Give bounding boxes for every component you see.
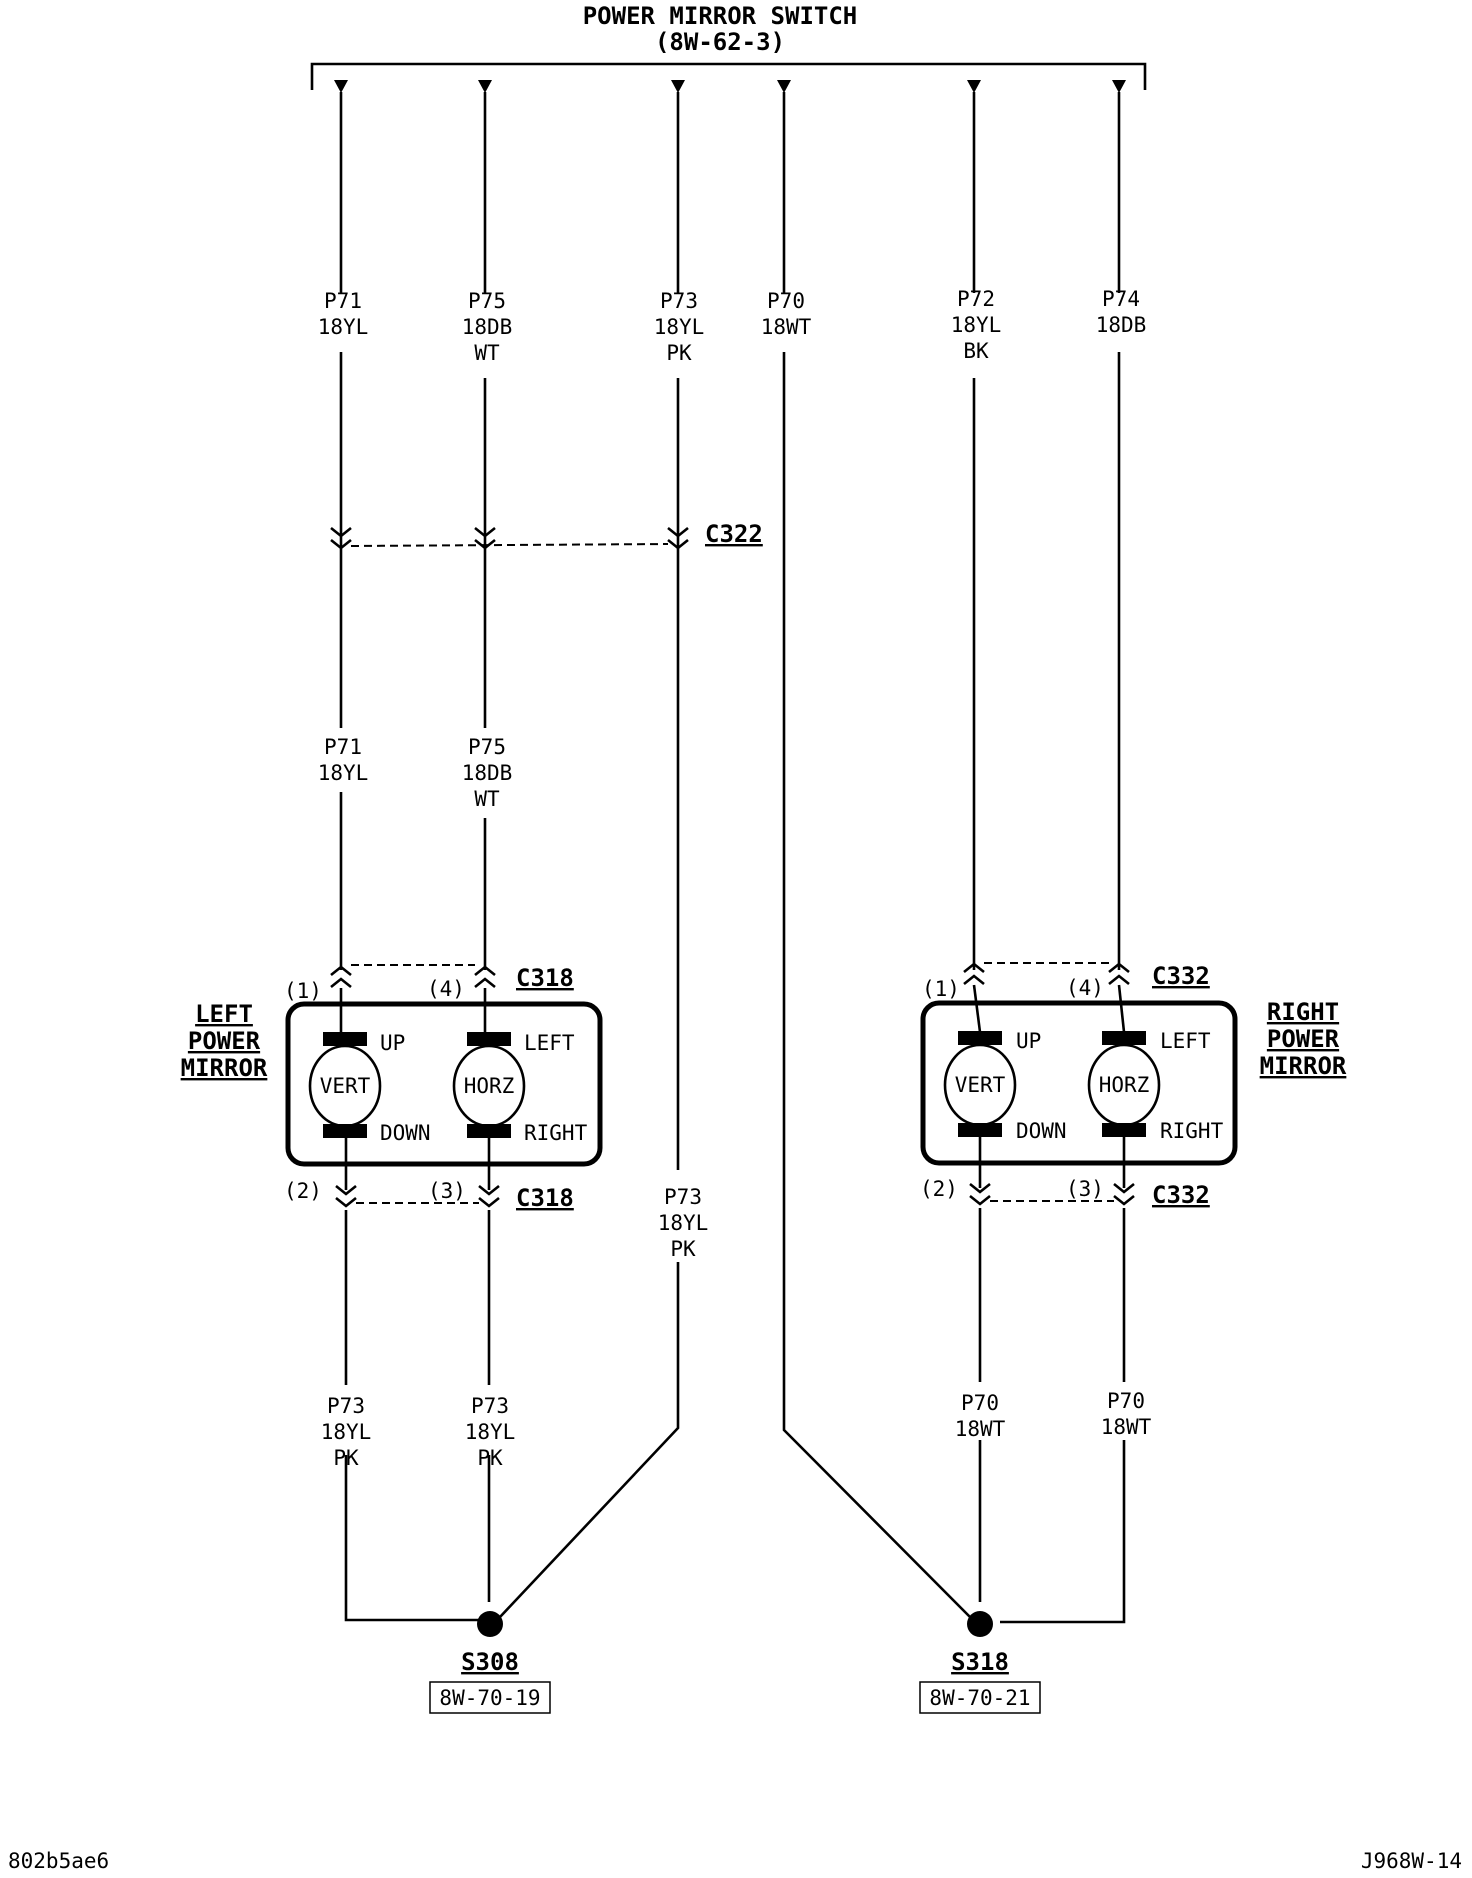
footer-left-code: 802b5ae6 (8, 1849, 109, 1873)
wire-label-gauge: 18YL (951, 313, 1002, 337)
right-horz-motor: HORZ (1099, 1073, 1150, 1097)
wire-label-circuit: P71 (324, 289, 362, 313)
wire-label-tracer: PK (670, 1237, 696, 1261)
wire-label-gauge: 18DB (462, 315, 513, 339)
mid-wire-labels: P71 18YL P75 18DB WT P73 18YL PK (318, 735, 709, 1261)
left-up-label: UP (380, 1031, 405, 1055)
bottom-wire-labels: P73 18YL PK P73 18YL PK P70 18WT P70 18W… (321, 1389, 1152, 1470)
left-mirror-title-2: POWER (188, 1027, 261, 1055)
c322-connector (330, 526, 689, 550)
wire-label-tracer: PK (666, 341, 692, 365)
splice-s308 (429, 1611, 551, 1714)
wire-label-gauge: 18YL (318, 761, 369, 785)
right-left-label: LEFT (1160, 1029, 1211, 1053)
right-vert-motor: VERT (955, 1073, 1006, 1097)
right-pin-2: (2) (920, 1177, 958, 1201)
wire-label-tracer: PK (477, 1446, 503, 1470)
right-mirror-title-2: POWER (1267, 1025, 1340, 1053)
left-mirror-title-1: LEFT (195, 1000, 253, 1028)
left-pin-4: (4) (427, 977, 465, 1001)
c322-label: C322 (705, 520, 763, 548)
left-horz-motor: HORZ (464, 1074, 515, 1098)
wire-label-circuit: P74 (1102, 287, 1140, 311)
wire-label-circuit: P73 (471, 1394, 509, 1418)
wire-label-circuit: P73 (660, 289, 698, 313)
top-wire-labels: P71 18YL P75 18DB WT P73 18YL PK P70 18W… (318, 287, 1147, 365)
right-pin-1: (1) (922, 977, 960, 1001)
right-pin-4: (4) (1066, 976, 1104, 1000)
right-c332-top-label: C332 (1152, 962, 1210, 990)
right-mirror-title-1: RIGHT (1267, 998, 1339, 1026)
left-pin-2: (2) (284, 1179, 322, 1203)
wire-label-circuit: P70 (1107, 1389, 1145, 1413)
wire-label-circuit: P70 (961, 1391, 999, 1415)
splice-s318 (919, 1611, 1041, 1714)
left-c318-top-label: C318 (516, 964, 574, 992)
wire-label-gauge: 18DB (1096, 313, 1147, 337)
wire-label-gauge: 18WT (955, 1417, 1006, 1441)
splice-s318-label: S318 (951, 1648, 1009, 1676)
left-pin-1: (1) (284, 979, 322, 1003)
wire-label-gauge: 18DB (462, 761, 513, 785)
wire-label-gauge: 18WT (1101, 1415, 1152, 1439)
splice-s308-label: S308 (461, 1648, 519, 1676)
right-power-mirror (920, 962, 1238, 1206)
wire-label-gauge: 18YL (654, 315, 705, 339)
wire-label-circuit: P70 (767, 289, 805, 313)
wire-label-tracer: WT (474, 787, 500, 811)
wire-label-circuit: P73 (327, 1394, 365, 1418)
left-left-label: LEFT (524, 1031, 575, 1055)
left-c318-bottom-label: C318 (516, 1184, 574, 1212)
right-right-label: RIGHT (1160, 1119, 1224, 1143)
left-mirror-title-3: MIRROR (181, 1054, 268, 1082)
wire-label-circuit: P75 (468, 289, 506, 313)
right-c332-bottom-label: C332 (1152, 1181, 1210, 1209)
left-down-label: DOWN (380, 1121, 431, 1145)
left-right-label: RIGHT (524, 1121, 588, 1145)
wire-label-tracer: WT (474, 341, 500, 365)
wire-label-gauge: 18WT (761, 315, 812, 339)
left-vert-motor: VERT (320, 1074, 371, 1098)
wire-label-tracer: PK (333, 1446, 359, 1470)
wire-label-circuit: P71 (324, 735, 362, 759)
wire-label-circuit: P75 (468, 735, 506, 759)
right-up-label: UP (1016, 1029, 1041, 1053)
left-power-mirror (285, 964, 603, 1208)
wires (339, 92, 1126, 1624)
wire-label-tracer: BK (963, 339, 989, 363)
wire-label-circuit: P72 (957, 287, 995, 311)
right-pin-3: (3) (1066, 1177, 1104, 1201)
left-pin-3: (3) (428, 1179, 466, 1203)
splice-s308-ref: 8W-70-19 (439, 1686, 540, 1710)
right-mirror-title-3: MIRROR (1260, 1052, 1347, 1080)
right-down-label: DOWN (1016, 1119, 1067, 1143)
header-ref: (8W-62-3) (655, 28, 785, 56)
footer-right-code: J968W-14 (1361, 1849, 1462, 1873)
wire-label-circuit: P73 (664, 1185, 702, 1209)
switch-bracket (310, 62, 1147, 90)
splice-s318-ref: 8W-70-21 (929, 1686, 1030, 1710)
wire-label-gauge: 18YL (658, 1211, 709, 1235)
wire-label-gauge: 18YL (321, 1420, 372, 1444)
header-title: POWER MIRROR SWITCH (583, 2, 858, 30)
wire-label-gauge: 18YL (465, 1420, 516, 1444)
wire-label-gauge: 18YL (318, 315, 369, 339)
switch-pin-arrows (334, 80, 1126, 93)
